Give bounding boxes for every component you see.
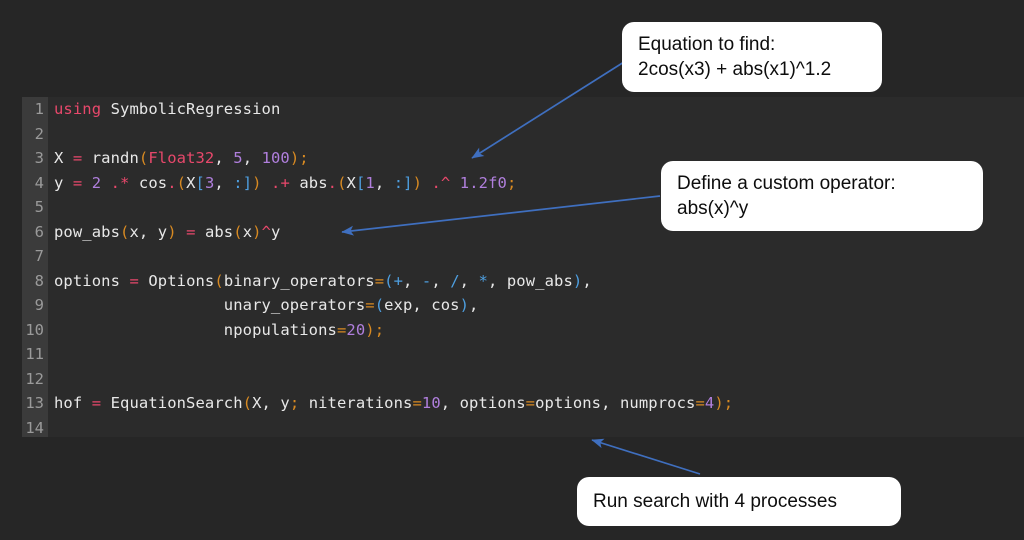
- line-number: 10: [25, 320, 44, 339]
- line-number-gutter: [22, 97, 48, 437]
- code-line[interactable]: 3 X = randn(Float32, 5, 100);: [22, 146, 1024, 171]
- line-number: 2: [34, 124, 44, 143]
- code-line[interactable]: 14: [22, 416, 1024, 441]
- line-content[interactable]: y = 2 .* cos.(X[3, :]) .+ abs.(X[1, :]) …: [54, 173, 517, 192]
- line-number: 12: [25, 369, 44, 388]
- callout-define-custom-operator: Define a custom operator: abs(x)^y: [661, 161, 983, 232]
- code-line[interactable]: 12: [22, 367, 1024, 392]
- line-content[interactable]: hof = EquationSearch(X, y; niterations=1…: [54, 394, 734, 412]
- line-number: 4: [34, 173, 44, 192]
- line-number: 7: [34, 247, 44, 265]
- line-number: 14: [25, 418, 44, 437]
- line-number: 5: [34, 198, 44, 216]
- callout-equation-to-find: Equation to find: 2cos(x3) + abs(x1)^1.2: [622, 22, 882, 93]
- callout-run-search: Run search with 4 processes: [577, 477, 901, 527]
- code-line[interactable]: 7: [22, 244, 1024, 269]
- code-line[interactable]: 13 hof = EquationSearch(X, y; niteration…: [22, 391, 1024, 416]
- code-line[interactable]: 9 unary_operators=(exp, cos),: [22, 293, 1024, 318]
- code-line[interactable]: 5: [22, 195, 1024, 220]
- line-number: 11: [25, 345, 44, 363]
- line-content[interactable]: X = randn(Float32, 5, 100);: [54, 149, 309, 167]
- line-number: 8: [34, 271, 44, 290]
- code-line[interactable]: 1 using SymbolicRegression: [22, 97, 1024, 122]
- arrow-to-run-search: [591, 438, 701, 475]
- code-editor-panel[interactable]: 1 using SymbolicRegression 2 3 X = randn…: [22, 97, 1024, 437]
- line-number: 13: [25, 394, 44, 412]
- line-content[interactable]: using SymbolicRegression: [54, 100, 281, 118]
- line-number: 6: [34, 222, 44, 241]
- line-content[interactable]: options = Options(binary_operators=(+, -…: [54, 271, 592, 290]
- line-number: 9: [34, 296, 44, 314]
- line-number: 3: [34, 149, 44, 167]
- line-content[interactable]: pow_abs(x, y) = abs(x)^y: [54, 222, 281, 241]
- code-line[interactable]: 2: [22, 122, 1024, 147]
- code-line[interactable]: 10 npopulations=20);: [22, 318, 1024, 343]
- line-number: 1: [34, 100, 44, 118]
- line-content[interactable]: npopulations=20);: [54, 320, 385, 339]
- line-content[interactable]: unary_operators=(exp, cos),: [54, 296, 479, 314]
- code-lines: 1 using SymbolicRegression 2 3 X = randn…: [22, 97, 1024, 440]
- code-line[interactable]: 6 pow_abs(x, y) = abs(x)^y: [22, 220, 1024, 245]
- code-line[interactable]: 11: [22, 342, 1024, 367]
- code-line[interactable]: 4 y = 2 .* cos.(X[3, :]) .+ abs.(X[1, :]…: [22, 171, 1024, 196]
- code-line[interactable]: 8 options = Options(binary_operators=(+,…: [22, 269, 1024, 294]
